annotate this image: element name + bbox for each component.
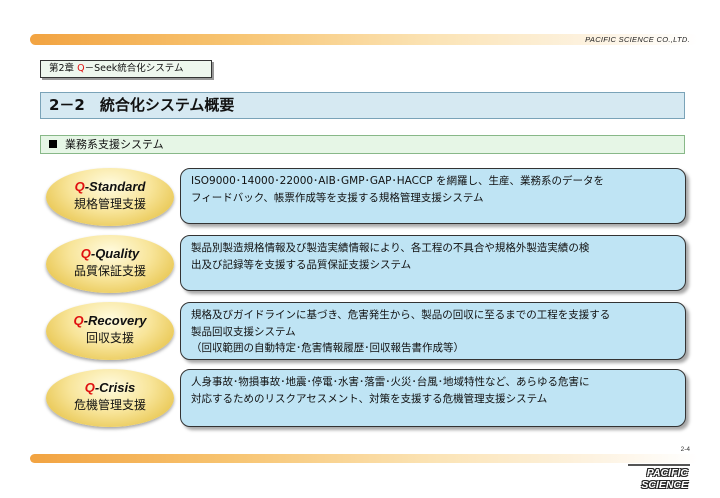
subsection-heading: 業務系支援システム <box>40 135 685 154</box>
description-line: ISO9000･14000･22000･AIB･GMP･GAP･HACCP を網… <box>191 175 604 187</box>
system-name-ja: 規格管理支援 <box>73 197 146 211</box>
chapter-label: 第2章 Q－Seek統合化システム <box>40 60 212 78</box>
description-line: （回収範囲の自動特定･危害情報履歴･回収報告書作成等） <box>191 342 464 354</box>
system-badge-standard: Q-Standard 規格管理支援 <box>46 168 174 226</box>
description-line: 製品回収支援システム <box>191 325 296 338</box>
system-description-recovery: 規格及びガイドラインに基づき、危害発生から、製品の回収に至るまでの工程を支援する… <box>180 302 686 360</box>
subsection-label: 業務系支援システム <box>65 138 164 151</box>
system-name: Q-Recovery <box>46 313 174 329</box>
system-description-standard: ISO9000･14000･22000･AIB･GMP･GAP･HACCP を網… <box>180 168 686 224</box>
system-name-suffix: -Crisis <box>94 380 136 395</box>
q-letter: Q <box>84 380 95 395</box>
description-line: 製品別製造規格情報及び製造実績情報により、各工程の不具合や規格外製造実績の検 <box>191 242 590 254</box>
header-bar <box>30 34 698 45</box>
description-line: 出及び記録等を支援する品質保証支援システム <box>191 258 412 271</box>
system-name-suffix: -Recovery <box>83 313 147 328</box>
system-name-suffix: -Standard <box>84 179 146 194</box>
system-name: Q-Standard <box>46 179 174 195</box>
q-letter: Q <box>73 313 84 328</box>
chapter-prefix: 第2章 <box>49 63 78 74</box>
system-badge-quality: Q-Quality 品質保証支援 <box>46 235 174 293</box>
chapter-q-letter: Q <box>77 63 85 74</box>
description-line: 対応するためのリスクアセスメント、対策を支援する危機管理支援システム <box>191 392 548 405</box>
page-number: 2-4 <box>680 446 690 453</box>
chapter-suffix: －Seek統合化システム <box>84 63 184 74</box>
system-name-suffix: -Quality <box>90 246 140 261</box>
system-row-quality: Q-Quality 品質保証支援 製品別製造規格情報及び製造実績情報により、各工… <box>46 235 686 295</box>
system-description-crisis: 人身事故･物損事故･地震･停電･水害･落雷･火災･台風･地域特性など、あらゆる危… <box>180 369 686 427</box>
q-letter: Q <box>80 246 91 261</box>
system-name-ja: 回収支援 <box>85 331 134 345</box>
section-title: 2－2 統合化システム概要 <box>40 92 685 119</box>
system-row-recovery: Q-Recovery 回収支援 規格及びガイドラインに基づき、危害発生から、製品… <box>46 302 686 362</box>
system-description-quality: 製品別製造規格情報及び製造実績情報により、各工程の不具合や規格外製造実績の検 出… <box>180 235 686 291</box>
system-row-crisis: Q-Crisis 危機管理支援 人身事故･物損事故･地震･停電･水害･落雷･火災… <box>46 369 686 429</box>
system-badge-recovery: Q-Recovery 回収支援 <box>46 302 174 360</box>
company-logo: PACIFIC SCIENCE <box>628 464 690 491</box>
description-line: 人身事故･物損事故･地震･停電･水害･落雷･火災･台風･地域特性など、あらゆる危… <box>191 376 590 388</box>
system-badge-crisis: Q-Crisis 危機管理支援 <box>46 369 174 427</box>
logo-line: SCIENCE <box>641 479 688 491</box>
q-letter: Q <box>74 179 85 194</box>
footer-bar <box>30 454 698 463</box>
system-name-ja: 危機管理支援 <box>73 398 146 412</box>
logo-line: PACIFIC <box>646 467 688 479</box>
system-name: Q-Quality <box>46 246 174 262</box>
description-line: フィードバック、帳票作成等を支援する規格管理支援システム <box>191 191 484 204</box>
description-line: 規格及びガイドラインに基づき、危害発生から、製品の回収に至るまでの工程を支援する <box>191 309 611 321</box>
square-bullet-icon <box>49 140 57 148</box>
company-name: PACIFIC SCIENCE CO.,LTD. <box>585 35 690 44</box>
system-name: Q-Crisis <box>46 380 174 396</box>
system-name-ja: 品質保証支援 <box>73 264 146 278</box>
system-row-standard: Q-Standard 規格管理支援 ISO9000･14000･22000･AI… <box>46 168 686 228</box>
